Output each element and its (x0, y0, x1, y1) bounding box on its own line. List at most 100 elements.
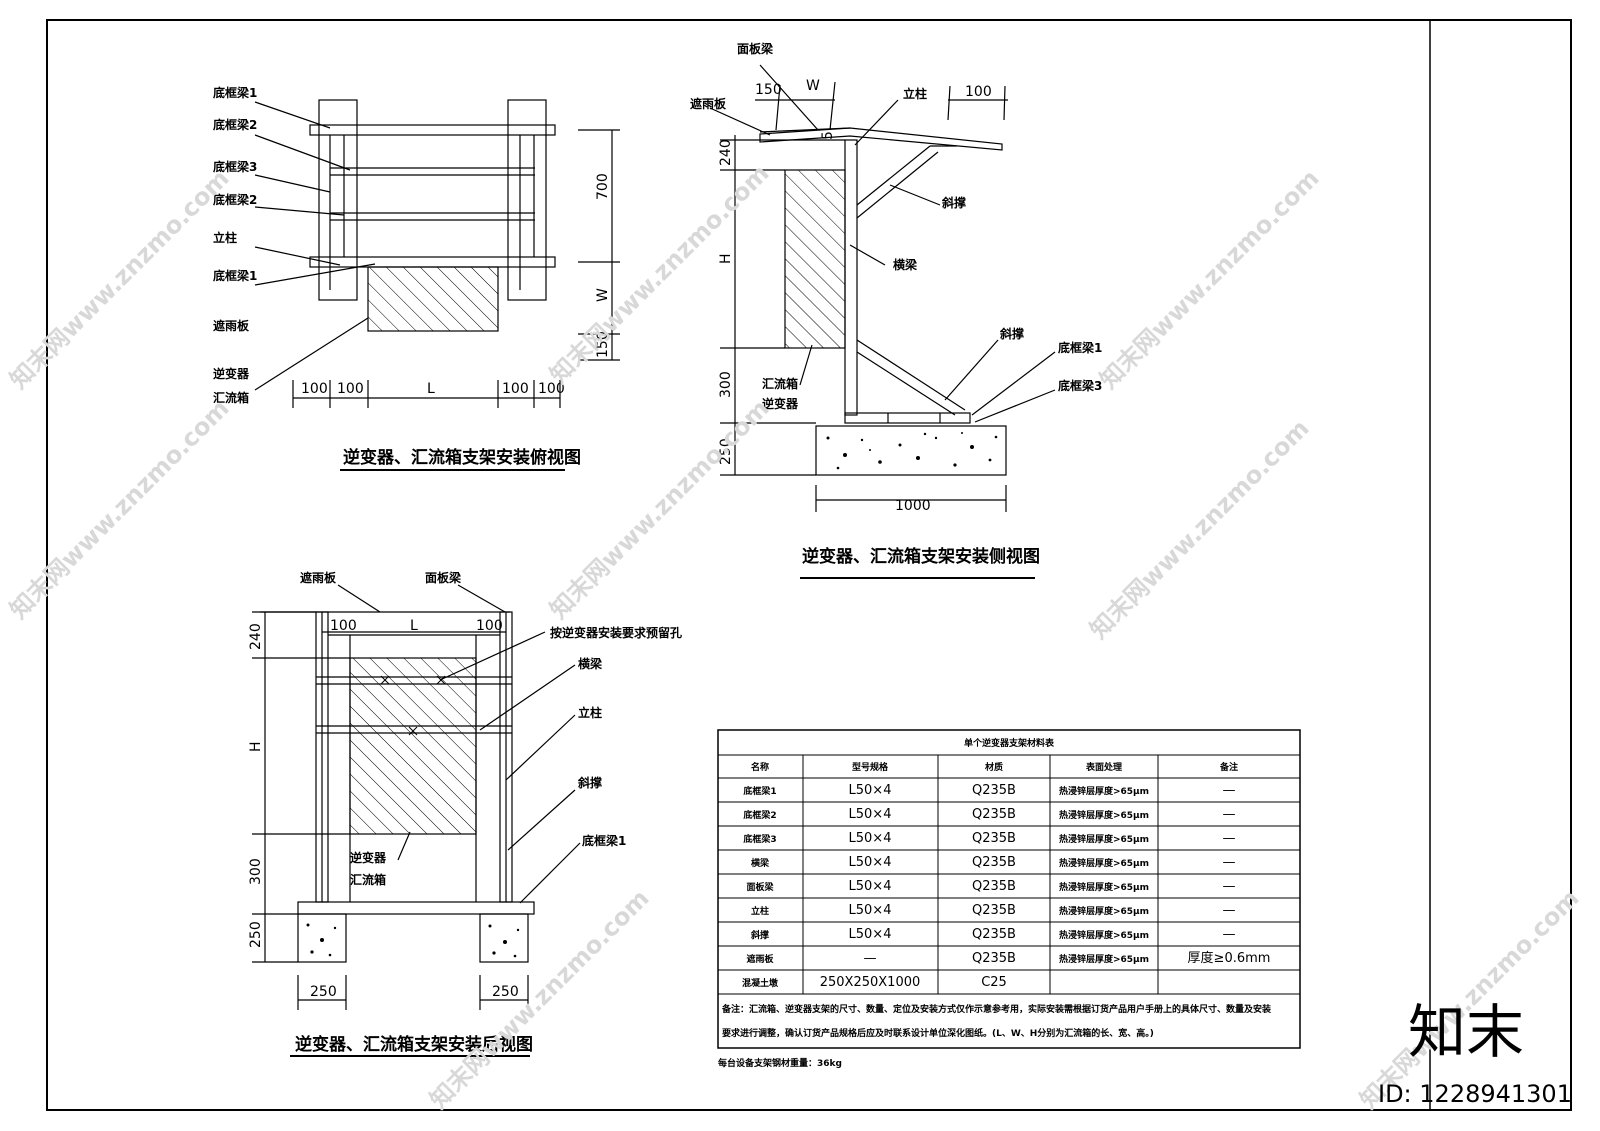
dim-250: 250 (248, 921, 264, 948)
label-bottom-beam2-b: 底框梁2 (213, 192, 257, 207)
side-view-title: 逆变器、汇流箱支架安装侧视图 (802, 546, 1040, 567)
table-cell: 立柱 (751, 905, 769, 917)
table-cell: 斜撑 (750, 929, 769, 941)
dim-1000: 1000 (895, 498, 931, 514)
table-cell: — (1223, 807, 1236, 822)
watermark-site-1: 知末网www.znzmo.com (4, 164, 234, 394)
dim-w: W (806, 78, 820, 94)
dim-300: 300 (718, 371, 734, 398)
material-table (717, 729, 1301, 1049)
top-view-text: 底框梁1 底框梁2 底框梁3 底框梁2 立柱 底框梁1 遮雨板 逆变器 汇流箱 … (213, 85, 611, 468)
table-cell: Q235B (972, 807, 1016, 822)
label-column: 立柱 (578, 705, 602, 720)
table-cell: 横梁 (751, 857, 770, 869)
dim-300: 300 (248, 858, 264, 885)
dim-100-2: 100 (337, 381, 364, 397)
label-combiner: 汇流箱 (350, 872, 386, 887)
label-bottom-beam2-a: 底框梁2 (213, 117, 257, 132)
sheet-frame (46, 19, 1572, 1111)
label-panel-beam: 面板梁 (737, 41, 773, 56)
label-bottom-beam3: 底框梁3 (1058, 378, 1102, 393)
label-rain-cover: 遮雨板 (300, 570, 337, 585)
label-inverter: 逆变器 (213, 366, 250, 381)
dim-100: 100 (965, 84, 992, 100)
top-view (254, 99, 620, 471)
dim-foot-left: 250 (310, 984, 337, 1000)
back-view-title: 逆变器、汇流箱支架安装后视图 (295, 1034, 533, 1055)
steel-weight-note: 每台设备支架钢材重量：36kg (718, 1057, 842, 1069)
table-cell: Q235B (972, 903, 1016, 918)
label-column: 立柱 (213, 230, 237, 245)
table-cell: L50×4 (849, 831, 892, 846)
watermark-site-4: 知末网www.znzmo.com (4, 394, 234, 624)
table-cell: — (1223, 879, 1236, 894)
dim-foot-right: 250 (492, 984, 519, 1000)
dim-100-4: 100 (538, 381, 565, 397)
table-cell: L50×4 (849, 903, 892, 918)
table-cell: 热浸锌层厚度>65μm (1059, 881, 1149, 893)
dim-100-a: 100 (330, 618, 357, 634)
dim-l: L (427, 381, 435, 397)
table-cell: 遮雨板 (746, 953, 774, 965)
dim-250: 250 (718, 438, 734, 465)
label-brace-a: 斜撑 (941, 195, 966, 210)
label-bottom-beam1: 底框梁1 (1058, 340, 1102, 355)
table-cell: 热浸锌层厚度>65μm (1059, 857, 1149, 869)
table-cell: 底框梁1 (743, 785, 776, 797)
label-bottom-beam3: 底框梁3 (213, 159, 257, 174)
dim-w: W (595, 288, 611, 302)
table-cell: Q235B (972, 855, 1016, 870)
dim-100-1: 100 (301, 381, 328, 397)
label-holes: 按逆变器安装要求预留孔 (550, 625, 682, 640)
table-cell: Q235B (972, 831, 1016, 846)
dim-h: H (718, 253, 734, 264)
table-cell: 热浸锌层厚度>65μm (1059, 833, 1149, 845)
label-brace-b: 斜撑 (999, 326, 1024, 341)
label-rain-cover: 遮雨板 (690, 96, 727, 111)
table-cell: Q235B (972, 783, 1016, 798)
table-cell: Q235B (972, 951, 1016, 966)
back-view-text: 遮雨板 面板梁 按逆变器安装要求预留孔 横梁 立柱 斜撑 底框梁1 逆变器 汇流… (248, 570, 682, 1055)
table-cell: L50×4 (849, 807, 892, 822)
dim-5: 5 (820, 131, 836, 140)
dim-150: 150 (755, 82, 782, 98)
label-inverter: 逆变器 (350, 850, 387, 865)
label-panel-beam: 面板梁 (425, 570, 461, 585)
table-cell: 热浸锌层厚度>65μm (1059, 785, 1149, 797)
table-cell: 热浸锌层厚度>65μm (1059, 929, 1149, 941)
table-cell: 厚度≥0.6mm (1188, 950, 1271, 966)
watermark-site-5: 知末网www.znzmo.com (544, 394, 774, 624)
table-cell: 热浸锌层厚度>65μm (1059, 809, 1149, 821)
dim-h: H (248, 741, 264, 752)
table-cell: — (864, 951, 877, 966)
table-header-surface: 表面处理 (1085, 761, 1122, 773)
label-bottom-beam1: 底框梁1 (582, 833, 626, 848)
table-header-spec: 型号规格 (852, 761, 889, 773)
table-cell: 混凝土墩 (742, 977, 779, 989)
label-inverter: 逆变器 (762, 396, 799, 411)
label-combiner: 汇流箱 (762, 376, 798, 391)
back-view (252, 584, 581, 1057)
label-cross-beam: 横梁 (578, 656, 602, 671)
table-cell: C25 (981, 975, 1007, 990)
label-column: 立柱 (903, 86, 927, 101)
table-header-material: 材质 (984, 761, 1003, 773)
table-cell: — (1223, 831, 1236, 846)
table-header-remark: 备注 (1219, 761, 1238, 773)
table-cell: — (1223, 783, 1236, 798)
dim-150: 150 (595, 331, 611, 358)
table-cell: L50×4 (849, 927, 892, 942)
table-cell: L50×4 (849, 855, 892, 870)
table-title: 单个逆变器支架材料表 (964, 737, 1055, 749)
back-foundation-dots (306, 923, 520, 958)
watermark-site-3: 知末网www.znzmo.com (1094, 164, 1324, 394)
side-view (709, 64, 1056, 579)
label-combiner: 汇流箱 (213, 390, 249, 405)
top-view-title: 逆变器、汇流箱支架安装俯视图 (343, 447, 581, 468)
back-hole-marks (380, 675, 446, 736)
table-cell: — (1223, 855, 1236, 870)
label-brace: 斜撑 (577, 775, 602, 790)
table-note-line1: 备注：汇流箱、逆变器支架的尺寸、数量、定位及安装方式仅作示意参考用，实际安装需根… (721, 1003, 1272, 1015)
